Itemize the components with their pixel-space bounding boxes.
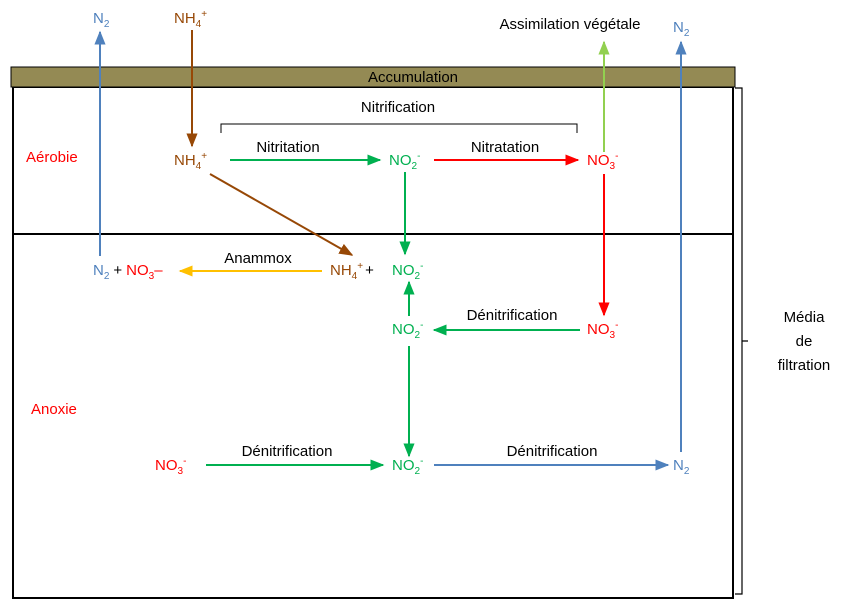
media-label-line2: de xyxy=(796,333,813,350)
n2-top-right: N2 xyxy=(673,19,690,39)
media-label-line1: Média xyxy=(784,309,826,326)
denitrification-label-left: Dénitrification xyxy=(242,443,333,460)
no2-bottom: NO2- xyxy=(392,456,423,477)
nh4-anoxic: NH4++ xyxy=(330,261,374,282)
denitrification-label-mid: Dénitrification xyxy=(467,307,558,324)
n2-bottom: N2 xyxy=(673,457,690,477)
nh4-transfer-arrow xyxy=(209,173,354,256)
no3-aerobic: NO3- xyxy=(587,151,618,172)
denitrification-label-right: Dénitrification xyxy=(507,443,598,460)
nitrification-label: Nitrification xyxy=(361,99,435,116)
anammox-label: Anammox xyxy=(224,250,292,267)
no2-aerobic: NO2- xyxy=(389,151,420,172)
media-bracket xyxy=(735,87,748,595)
nh4-input-top: NH4+ xyxy=(174,9,207,30)
no3-mid: NO3- xyxy=(587,320,618,341)
accumulation-label: Accumulation xyxy=(368,69,458,86)
no3-bottom: NO3- xyxy=(155,456,186,477)
anoxic-zone-label: Anoxie xyxy=(31,401,77,418)
nitrification-bracket xyxy=(220,123,578,133)
media-label-line3: filtration xyxy=(778,357,831,374)
no2-anammox: NO2- xyxy=(392,261,423,282)
nh4-aerobic: NH4+ xyxy=(174,151,207,172)
n2-top-left: N2 xyxy=(93,10,110,30)
nitritation-label: Nitritation xyxy=(256,139,319,156)
aerobic-zone-label: Aérobie xyxy=(26,149,78,166)
filtration-box xyxy=(12,86,734,599)
no2-mid: NO2- xyxy=(392,320,423,341)
anammox-products: N2+NO3– xyxy=(93,262,163,282)
nitratation-label: Nitratation xyxy=(471,139,539,156)
assimilation-label: Assimilation végétale xyxy=(500,16,641,33)
